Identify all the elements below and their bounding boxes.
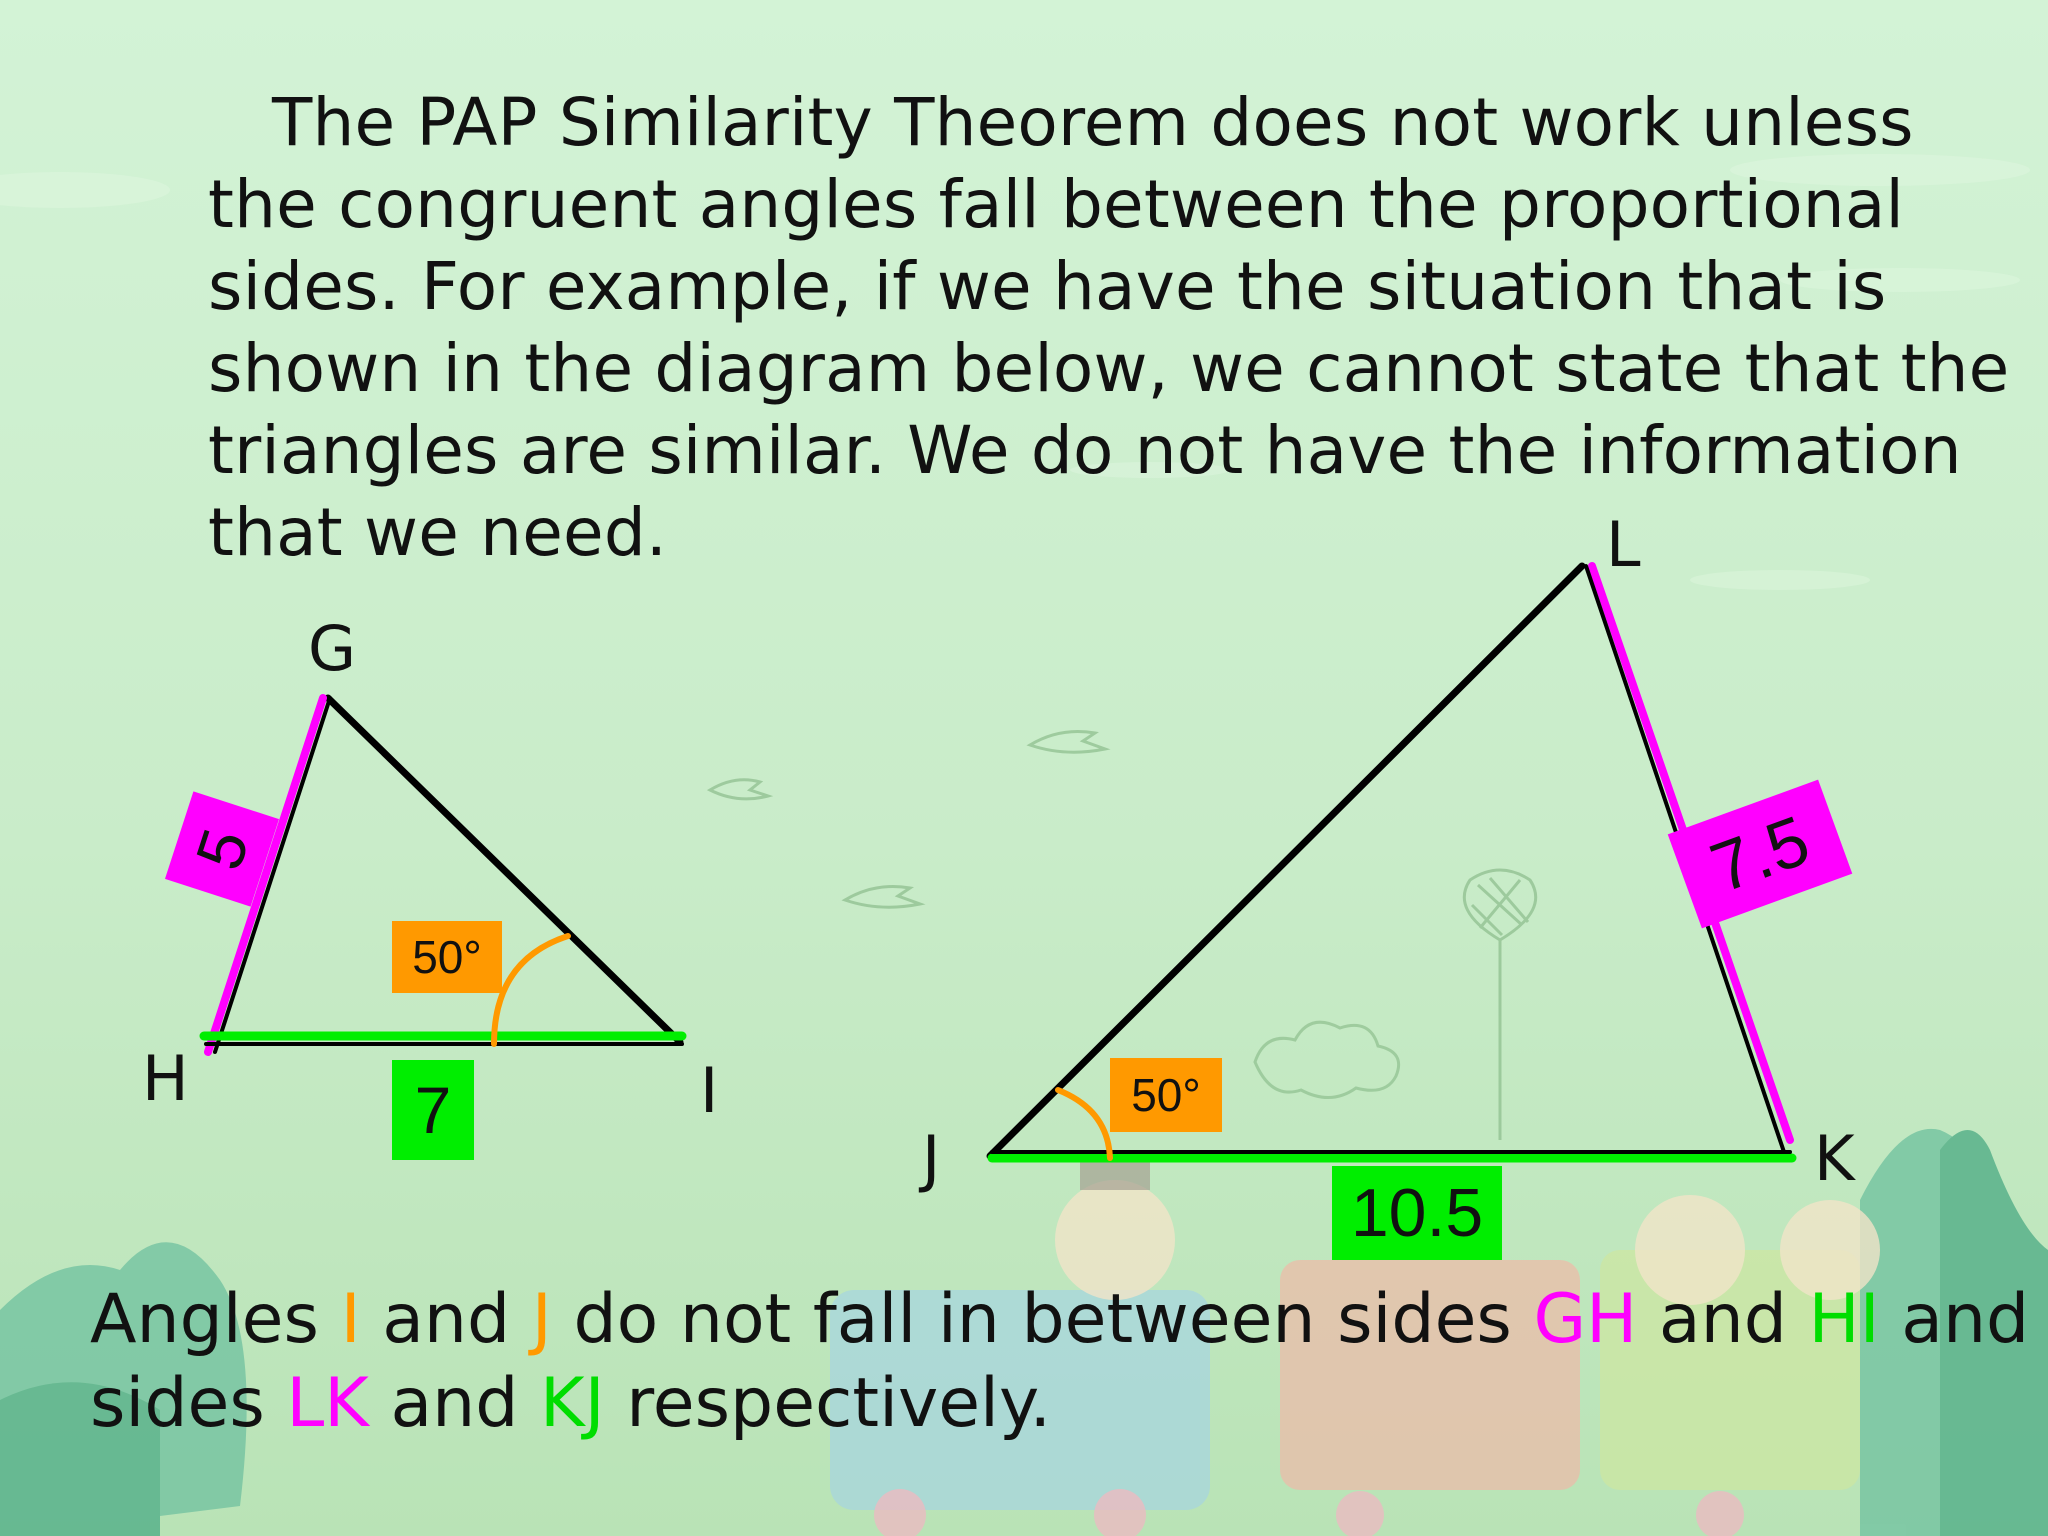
angle-marker-i <box>491 933 571 1047</box>
edge-gh <box>204 694 327 1056</box>
side-hi-reference: HI <box>1808 1280 1880 1359</box>
conclusion-line-2: sides LK and KJ respectively. <box>90 1362 2020 1446</box>
cloud-doodle <box>1253 1020 1401 1099</box>
angle-i-reference: I <box>340 1280 361 1359</box>
conclusion-text: and <box>368 1364 541 1443</box>
vertex-label-h: H <box>142 1042 189 1115</box>
intro-line: shown in the diagram below, we cannot st… <box>208 330 2010 407</box>
intro-line: sides. For example, if we have the situa… <box>208 248 1887 325</box>
conclusion-text: and <box>1637 1280 1809 1359</box>
vertex-label-j: J <box>922 1122 941 1195</box>
angle-i-label: 50° <box>392 921 502 993</box>
intro-line: the congruent angles fall between the pr… <box>208 166 1904 243</box>
net-doodle <box>1462 868 1538 1140</box>
bird-doodles <box>706 730 1111 909</box>
intro-paragraph: The PAP Similarity Theorem does not work… <box>208 82 2010 574</box>
vertex-label-l: L <box>1606 508 1641 581</box>
conclusion-text: and <box>1879 1280 2030 1359</box>
triangle-ghi <box>199 694 687 1056</box>
conclusion-text: Angles <box>90 1280 341 1359</box>
intro-line: triangles are similar. We do not have th… <box>208 412 1962 489</box>
vertex-label-k: K <box>1814 1122 1855 1195</box>
intro-line: that we need. <box>208 494 668 571</box>
side-kj-reference: KJ <box>540 1364 605 1443</box>
conclusion-text: and <box>360 1280 532 1359</box>
angle-j-reference: J <box>531 1280 552 1359</box>
angle-j-label: 50° <box>1110 1058 1222 1132</box>
edge-jl <box>986 562 1586 1160</box>
conclusion-text: do not fall in between sides <box>551 1280 1534 1359</box>
side-hi-label: 7 <box>392 1060 474 1160</box>
decorative-brush-strokes <box>0 154 2030 590</box>
conclusion-paragraph: Angles I and J do not fall in between si… <box>90 1278 2029 1446</box>
side-lk-reference: LK <box>286 1364 369 1443</box>
conclusion-text: sides <box>90 1364 287 1443</box>
conclusion-text: respectively. <box>604 1364 1052 1443</box>
intro-line: The PAP Similarity Theorem does not work… <box>272 84 1914 161</box>
conclusion-line-1: Angles I and J do not fall in between si… <box>90 1278 2029 1362</box>
edge-gi <box>324 694 684 1046</box>
vertex-label-i: I <box>700 1054 719 1127</box>
bottom-scenery <box>0 1128 2048 1536</box>
edge-gh-outline <box>213 696 332 1054</box>
side-kj-label: 10.5 <box>1332 1166 1502 1260</box>
vertex-label-g: G <box>308 612 357 685</box>
angle-marker-j <box>1055 1087 1113 1161</box>
side-gh-reference: GH <box>1533 1280 1638 1359</box>
